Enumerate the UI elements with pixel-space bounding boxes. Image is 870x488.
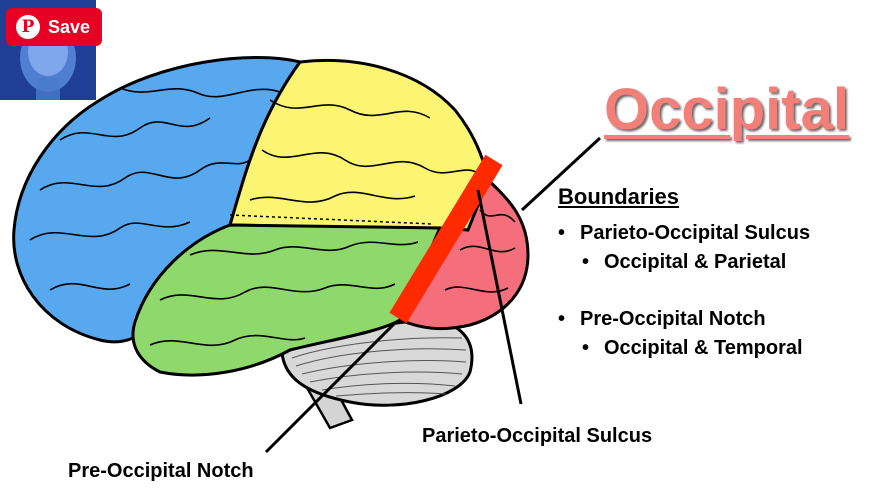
parieto-occipital-marker (389, 154, 503, 324)
parietal-lobe (227, 58, 490, 232)
boundary-subitem: Occipital & Parietal (582, 251, 786, 274)
save-button[interactable]: P Save (6, 8, 102, 46)
parieto-occipital-sulcus-label: Parieto-Occipital Sulcus (422, 425, 653, 447)
pinterest-icon: P (16, 15, 40, 39)
boundary-subitem: Occipital & Temporal (582, 337, 803, 360)
notch-pointer-line (264, 320, 398, 454)
save-button-label: Save (48, 16, 91, 37)
temporo-parietal-line (229, 214, 433, 225)
pre-occipital-notch-label: Pre-Occipital Notch (68, 460, 254, 482)
temporal-lobe (131, 223, 443, 377)
gyri (29, 87, 516, 347)
boundary-item: Pre-Occipital Notch (558, 308, 766, 331)
cerebellum-folia (291, 337, 467, 397)
boundaries-heading: Boundaries (558, 184, 680, 209)
title-pointer-line (520, 136, 602, 212)
page-title: Occipital (604, 77, 849, 142)
boundary-item: Parieto-Occipital Sulcus (558, 222, 810, 245)
sulcus-pointer-line (476, 189, 523, 405)
